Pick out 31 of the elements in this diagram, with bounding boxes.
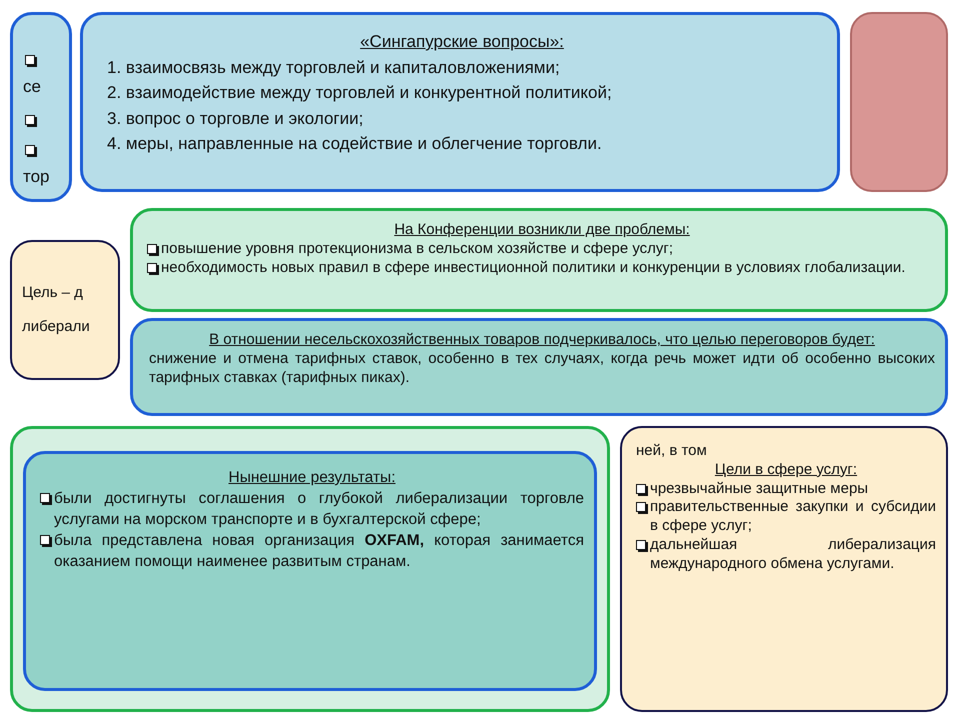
text-card [620,426,948,712]
empty-card [10,426,610,712]
bullet-text: повышение уровня протекционизма в сельском хозяйстве и сфере услуг; [161,240,674,258]
list-item: 3. вопрос о торговле и экологии; [107,108,364,130]
text-fragment: либерали [22,318,90,335]
card-heading: Цели в сфере услуг: [714,460,858,480]
bullet-text: правительственные закупки и субсидии в сфере услуг; [650,498,936,536]
paragraph-text: ней, в том [636,442,708,461]
card-heading: «Сингапурские вопросы»: [359,31,565,53]
text-card [80,12,840,192]
list-item: 1. взаимосвязь между торговлей и капиталовложениями; [107,56,560,78]
bullet-text: дальнейшая либерализация международного обмена услугами. [650,536,936,574]
bullet-text: была представлена новая организация OXFAM, которая занимается оказанием помощи наименее развитым странам. [54,530,584,572]
card-heading: На Конференции возникли две проблемы: [393,221,691,240]
card-heading: В отношении несельскохозяйственных товаров подчеркивалось, что целью переговоров будет: [208,331,876,350]
bullet-text: чрезвычайные защитные меры [650,480,868,498]
text-fragment: тор [23,167,50,187]
text-card [10,240,120,380]
text-fragment: се [23,77,41,97]
empty-card [850,12,948,192]
text-fragment: Цель – д [22,284,83,301]
text-card [130,318,948,416]
bullet-text: были достигнуты соглашения о глубокой либерализации торговле услугами на морском транспорте и в бухгалтерской сфере; [54,488,584,530]
text-card [23,451,597,691]
list-item: 2. взаимодействие между торговлей и конкурентной политикой; [107,82,612,104]
bullet-text: необходимость новых правил в сфере инвестиционной политики и конкуренции в условиях глобализации. [161,258,906,278]
text-card [130,208,948,312]
text-card [10,12,72,202]
paragraph-text: снижение и отмена тарифных ставок, особенно в тех случаях, когда речь может идти об особенно высоких тарифных ставках (тарифных пиках). [149,350,935,388]
list-item: 4. меры, направленные на содействие и облегчение торговли. [107,133,602,155]
card-heading: Нынешние результаты: [228,468,396,488]
